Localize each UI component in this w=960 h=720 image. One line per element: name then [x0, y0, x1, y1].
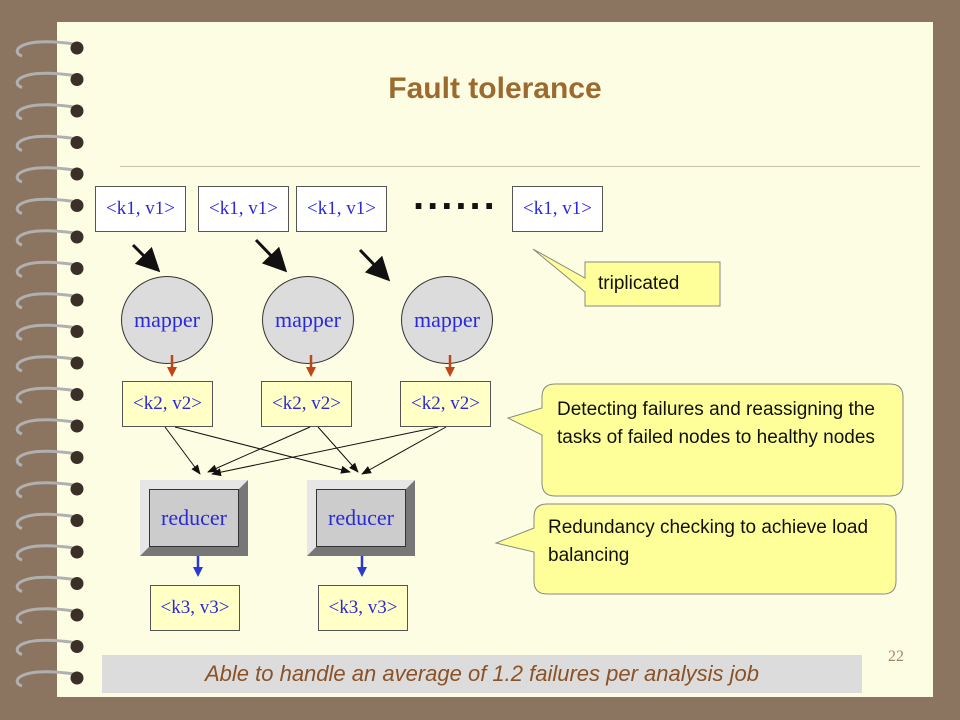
shuffle-arrow-1	[164, 426, 201, 475]
binder-ring	[15, 323, 75, 341]
mapper-output-1: <k2, v2>	[122, 381, 213, 427]
slide-title: Fault tolerance	[388, 72, 602, 105]
redundancy-callout-shape	[494, 503, 897, 595]
binder-ring	[15, 607, 75, 625]
detecting-callout-text: Detecting failures and reassigning the t…	[557, 399, 875, 448]
binder-ring	[15, 355, 75, 373]
binder-ring	[15, 260, 75, 278]
mapper-output-2: <k2, v2>	[261, 381, 352, 427]
input-arrow-1	[131, 243, 161, 273]
binder-ring	[15, 638, 75, 656]
mapper-output-3: <k2, v2>	[400, 381, 491, 427]
shuffle-arrow-3	[207, 426, 311, 473]
binder-hole	[70, 419, 84, 433]
binder-ring	[15, 134, 75, 152]
input-pair-2: <k1, v1>	[198, 186, 289, 232]
binder-hole	[70, 293, 84, 307]
shuffle-arrow-5	[211, 426, 439, 477]
reducer-1-label: reducer	[149, 489, 239, 547]
binder-hole	[70, 482, 84, 496]
binder-hole	[70, 325, 84, 338]
binder-hole	[70, 104, 84, 118]
binder-hole	[70, 577, 84, 590]
reducer-output-1: <k3, v3>	[150, 585, 240, 631]
reducer-2: reducer	[307, 480, 415, 556]
mapper-1: mapper	[121, 276, 213, 364]
binder-ring	[15, 512, 75, 530]
binder-hole	[70, 356, 84, 370]
binder-ring	[15, 197, 75, 215]
reducer-2-label: reducer	[316, 489, 406, 547]
detecting-callout-shape	[506, 383, 904, 497]
binder-hole	[70, 545, 84, 559]
input-pair-1: <k1, v1>	[95, 186, 186, 232]
binder-ring	[15, 670, 75, 688]
redundancy-callout-text: Redundancy checking to achieve load bala…	[548, 517, 869, 566]
binder-ring	[15, 575, 75, 593]
binder-ring	[15, 449, 75, 467]
binder-hole	[70, 199, 84, 212]
footer-note: Able to handle an average of 1.2 failure…	[102, 655, 862, 693]
binder-ring	[15, 418, 75, 436]
binder-ring	[15, 481, 75, 499]
input-pair-4: <k1, v1>	[512, 186, 603, 232]
binder-ring	[15, 386, 75, 404]
binder-ring	[15, 71, 75, 89]
binder-hole	[70, 451, 84, 464]
binder-hole	[70, 514, 84, 527]
shuffle-arrow-2	[174, 426, 351, 474]
binder-hole	[70, 73, 84, 86]
binder-ring	[15, 166, 75, 184]
binder-hole	[70, 167, 84, 181]
binder-hole	[70, 608, 84, 622]
binder-rings	[15, 40, 84, 688]
binder-hole	[70, 136, 84, 149]
mapper-3: mapper	[401, 276, 493, 364]
binder-ring	[15, 229, 75, 247]
title-divider	[120, 166, 920, 167]
shuffle-arrow-4	[317, 426, 359, 473]
triplicated-callout-shape	[532, 248, 721, 307]
binder-hole	[70, 262, 84, 275]
page-number: 22	[888, 648, 904, 665]
binder-ring	[15, 103, 75, 121]
binder-hole	[70, 640, 84, 653]
binder-hole	[70, 230, 84, 244]
reducer-1: reducer	[140, 480, 248, 556]
input-pair-3: <k1, v1>	[296, 186, 387, 232]
shuffle-arrow-6	[361, 426, 447, 475]
binder-ring	[15, 292, 75, 310]
reducer-output-2: <k3, v3>	[318, 585, 408, 631]
binder-hole	[70, 41, 84, 55]
input-arrow-2	[254, 238, 288, 273]
binder-ring	[15, 544, 75, 562]
binder-hole	[70, 388, 84, 401]
input-ellipsis: ......	[413, 174, 498, 218]
triplicated-callout-text: triplicated	[598, 273, 680, 294]
input-arrow-3	[358, 248, 391, 282]
binder-ring	[15, 40, 75, 58]
mapper-2: mapper	[262, 276, 354, 364]
binder-hole	[70, 671, 84, 685]
